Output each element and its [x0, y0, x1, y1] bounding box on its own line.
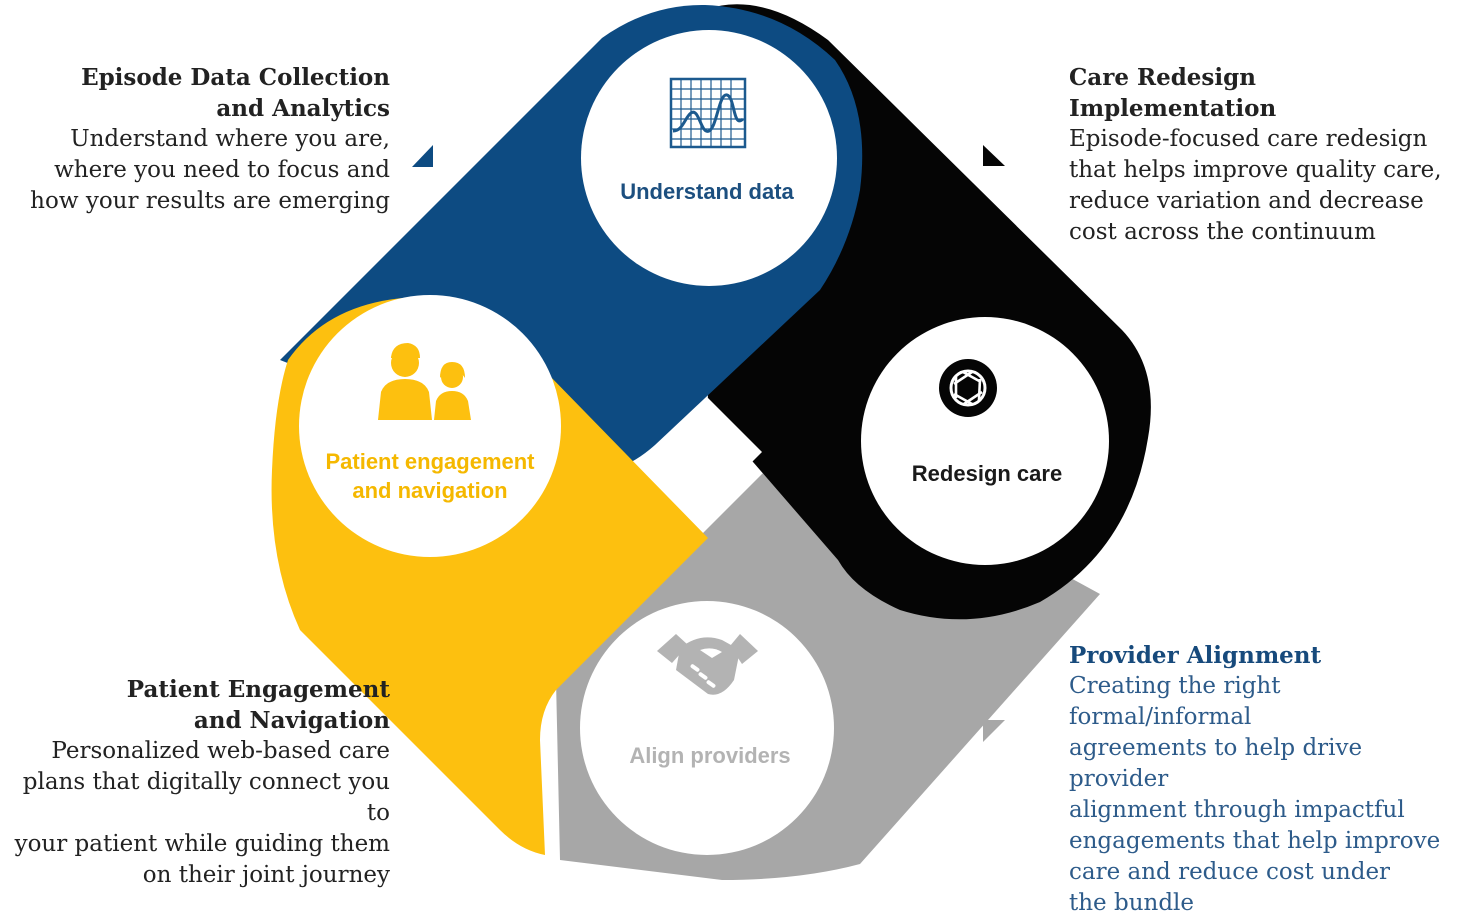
patient-engagement-line: Personalized web-based care — [51, 738, 390, 764]
arrow-bottom-left — [411, 720, 433, 742]
understand-circle — [581, 30, 837, 286]
redesign-care-label: Redesign care — [911, 461, 1063, 486]
center-diamond — [654, 398, 762, 506]
patient-engagement-label: Patient engagement and navigation — [325, 449, 535, 503]
arrow-bottom-right — [983, 720, 1005, 742]
patient-engagement-title-line-2: and Navigation — [193, 707, 390, 734]
care-redesign-line: that helps improve quality care, — [1069, 157, 1442, 183]
align-circle — [580, 601, 834, 855]
provider-alignment-title: Provider Alignment — [1069, 642, 1322, 669]
patient-engagement-description: Patient Engagement and Navigation Person… — [0, 674, 390, 891]
understand-data-label: Understand data — [620, 179, 794, 204]
handshake-icon — [657, 634, 758, 695]
people-icon — [378, 343, 471, 420]
arrow-top-right — [983, 145, 1005, 166]
redesign-circle — [861, 317, 1109, 565]
cycle-diagram — [271, 4, 1151, 880]
provider-alignment-line: Creating the right formal/informal — [1069, 673, 1281, 730]
data-analytics-title-line-1: Episode Data Collection — [81, 64, 390, 91]
provider-alignment-line: the bundle — [1069, 890, 1195, 916]
patient-circle — [299, 295, 561, 557]
data-analytics-line: Understand where you are, — [70, 126, 390, 152]
provider-alignment-line: care and reduce cost under — [1069, 859, 1391, 885]
care-redesign-line: reduce variation and decrease — [1069, 188, 1424, 214]
data-analytics-line: where you need to focus and — [54, 157, 390, 183]
data-analytics-title-line-2: and Analytics — [216, 95, 390, 122]
align-providers-label: Align providers — [629, 743, 791, 768]
patient-engagement-line: plans that digitally connect you to — [22, 769, 390, 826]
data-analytics-description: Episode Data Collection and Analytics Un… — [20, 62, 390, 217]
care-redesign-line: cost across the continuum — [1069, 219, 1376, 245]
patient-engagement-line: your patient while guiding them — [14, 831, 390, 857]
care-redesign-title: Care Redesign Implementation — [1069, 64, 1277, 122]
patient-engagement-line: on their joint journey — [142, 862, 390, 888]
data-analytics-line: how your results are emerging — [30, 188, 390, 214]
care-redesign-line: Episode-focused care redesign — [1069, 126, 1428, 152]
aperture-icon — [939, 359, 997, 417]
provider-alignment-description: Provider Alignment Creating the right fo… — [1069, 640, 1461, 919]
provider-alignment-line: agreements to help drive provider — [1069, 735, 1363, 792]
care-redesign-description: Care Redesign Implementation Episode-foc… — [1069, 62, 1461, 248]
patient-engagement-title-line-1: Patient Engagement — [126, 676, 390, 703]
provider-alignment-line: engagements that help improve — [1069, 828, 1441, 854]
chart-icon — [669, 77, 747, 149]
arrow-top-left — [412, 145, 433, 167]
provider-alignment-line: alignment through impactful — [1069, 797, 1405, 823]
